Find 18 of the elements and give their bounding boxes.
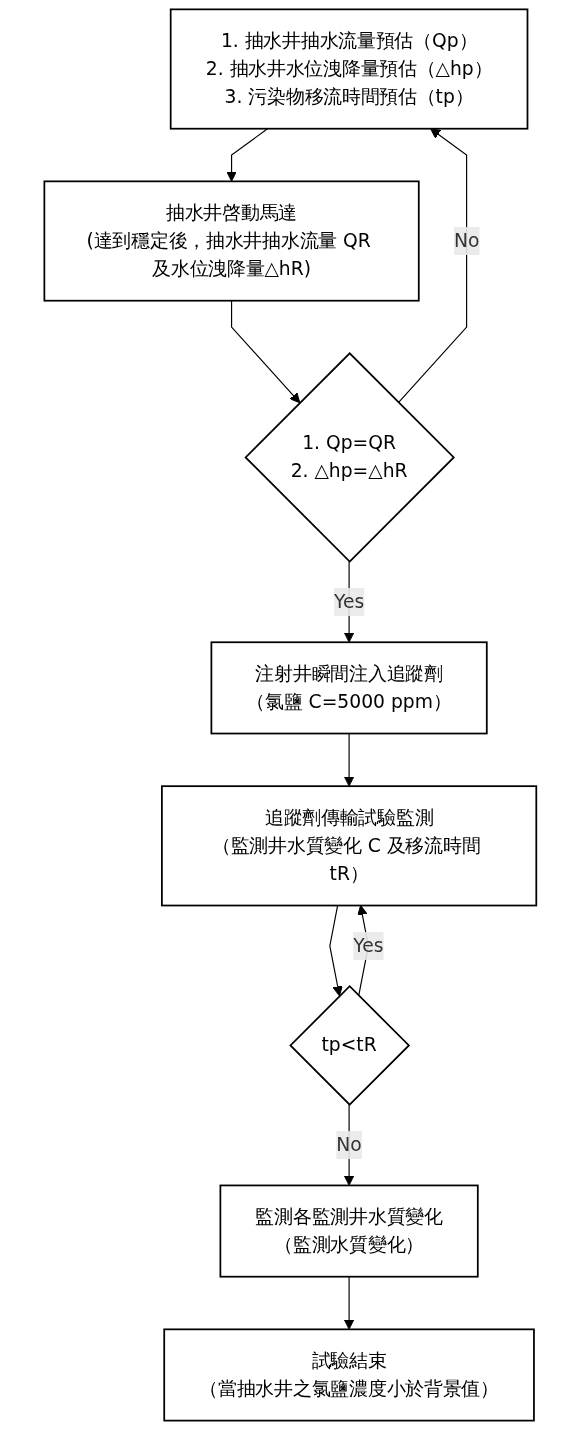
node-box: 抽水井啓動馬達 (達到穩定後，抽水井抽水流量 QR 及水位洩降量△hR) (43, 180, 420, 302)
node-box: 注射井瞬間注入追蹤劑 （氯鹽 C=5000 ppm） (210, 641, 488, 735)
edge-label: Yes (353, 934, 384, 957)
arrow (226, 128, 269, 182)
arrow (398, 128, 468, 404)
arrow (344, 732, 355, 787)
node-box: 監測各監測井水質變化 （監測水質變化） (219, 1184, 479, 1278)
arrow (344, 1276, 355, 1330)
edge-label: Yes (334, 590, 365, 613)
node-diamond: tp<tR (289, 985, 411, 1106)
node-box: 追蹤劑傳輸試驗監測 （監測井水質變化 C 及移流時間 tR） (161, 785, 538, 907)
edge-label: No (454, 229, 480, 252)
node-box: 1. 抽水井抽水流量預估（Qp） 2. 抽水井水位洩降量預估（△hp） 3. 污染物移流時間預估（tp） (170, 8, 529, 130)
edge-label: No (336, 1133, 362, 1156)
node-box: 試驗結束 （當抽水井之氯鹽濃度小於背景值） (163, 1328, 535, 1422)
arrow (329, 904, 343, 997)
node-diamond: 1. Qp=QR 2. △hp=△hR (244, 352, 456, 563)
arrow (231, 300, 301, 404)
